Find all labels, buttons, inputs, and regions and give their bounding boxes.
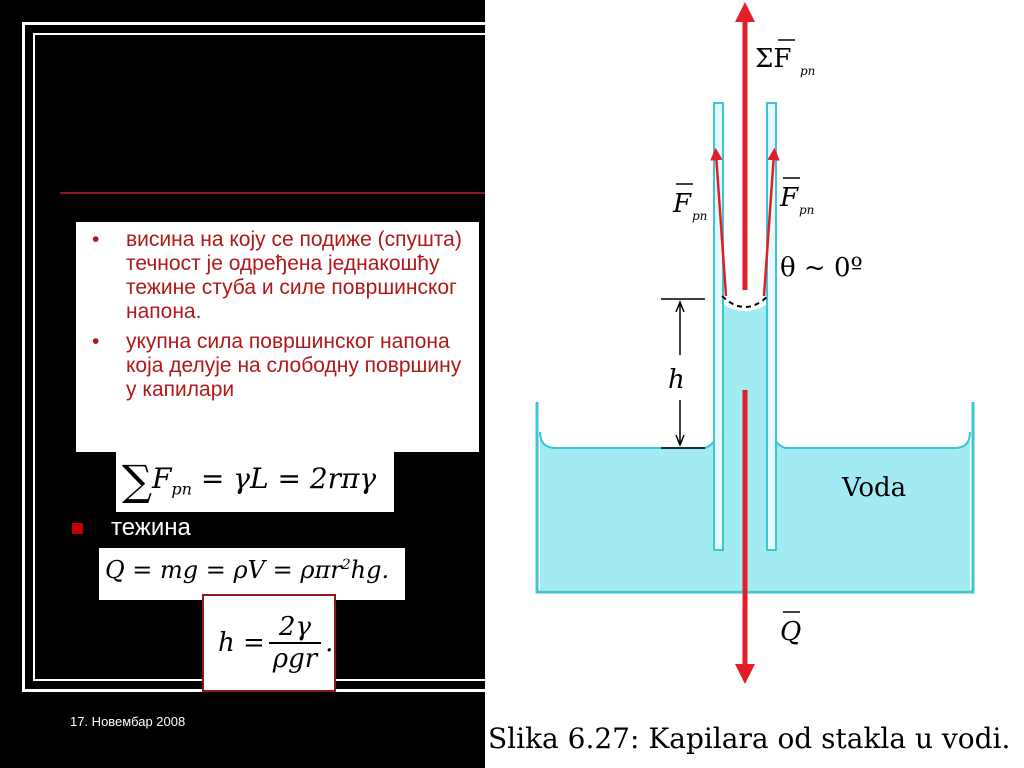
height-label: h	[668, 365, 685, 395]
force-symbol: F	[151, 462, 172, 495]
weight-formula-main: Q = mg = ρV = ρπr	[105, 556, 342, 584]
bullet-marker: •	[92, 228, 100, 251]
fraction-numerator: 2γ	[268, 612, 322, 644]
bullet-text: висина на коју се подиже (спушта) течнос…	[126, 228, 462, 323]
bullet-list: • висина на коју се подиже (спушта) течно…	[84, 228, 471, 402]
height-formula-lhs: h =	[218, 628, 265, 658]
bullet-item: • висина на коју се подиже (спушта) течно…	[84, 228, 471, 324]
fraction-denominator: ρgr	[272, 644, 318, 674]
container-walls	[535, 402, 975, 594]
slide-date: 17. Новембар 2008	[70, 714, 186, 729]
formula-period: .	[325, 628, 334, 658]
force-subscript: pn	[171, 479, 192, 499]
meniscus-right-surface	[771, 429, 971, 449]
force-right-label: F	[779, 183, 799, 213]
force-right-subscript: pn	[799, 203, 814, 217]
angle-label: θ ~ 0º	[780, 253, 863, 283]
figure-caption: Slika 6.27: Kapilara od stakla u vodi.	[488, 722, 1011, 755]
weight-formula-exponent: 2	[341, 557, 351, 573]
capillary-figure: ΣF pn F pn F pn θ ~ 0º h Voda Q Slika 6.…	[485, 0, 1024, 768]
meniscus-left-surface	[539, 429, 719, 449]
force-left-subscript: pn	[692, 209, 707, 223]
weight-label: тежина	[111, 514, 191, 541]
height-arrowhead-up	[675, 299, 685, 313]
water-body	[540, 430, 970, 590]
sum-symbol: ∑	[122, 456, 152, 505]
surface-force-right-arrow	[762, 147, 780, 297]
surface-force-left-arrow	[710, 147, 728, 297]
bullet-text: укупна сила површинског напона која делу…	[126, 330, 462, 401]
weight-formula-tail: hg.	[350, 556, 390, 584]
bullet-marker: •	[92, 330, 100, 353]
height-fraction: 2γ ρgr	[268, 612, 322, 674]
weight-formula: Q = mg = ρV = ρπr2hg.	[99, 548, 405, 600]
capillary-meniscus	[721, 295, 769, 308]
total-force-formula: ∑Fpn = γL = 2rπγ	[116, 450, 394, 512]
capillary-wall-right	[766, 102, 777, 551]
square-bullet-icon	[72, 522, 83, 534]
weight-label-figure: Q	[780, 617, 801, 647]
weight-bullet: тежина	[72, 514, 191, 542]
sum-force-label: ΣF	[755, 44, 791, 74]
title-divider	[60, 192, 490, 194]
bullet-text-box: • висина на коју се подиже (спушта) течно…	[76, 222, 479, 452]
force-left-label: F	[672, 189, 692, 219]
bullet-item: • укупна сила површинског напона која дел…	[84, 330, 471, 402]
height-arrowhead-down	[675, 434, 685, 448]
formula-rest: = γL = 2rπγ	[191, 462, 377, 495]
capillary-diagram: ΣF pn F pn F pn θ ~ 0º h Voda Q	[535, 2, 975, 684]
sum-force-subscript: pn	[800, 64, 815, 78]
capillary-wall-left	[713, 102, 724, 551]
height-formula: h = 2γ ρgr .	[202, 594, 336, 692]
water-label: Voda	[841, 473, 906, 503]
